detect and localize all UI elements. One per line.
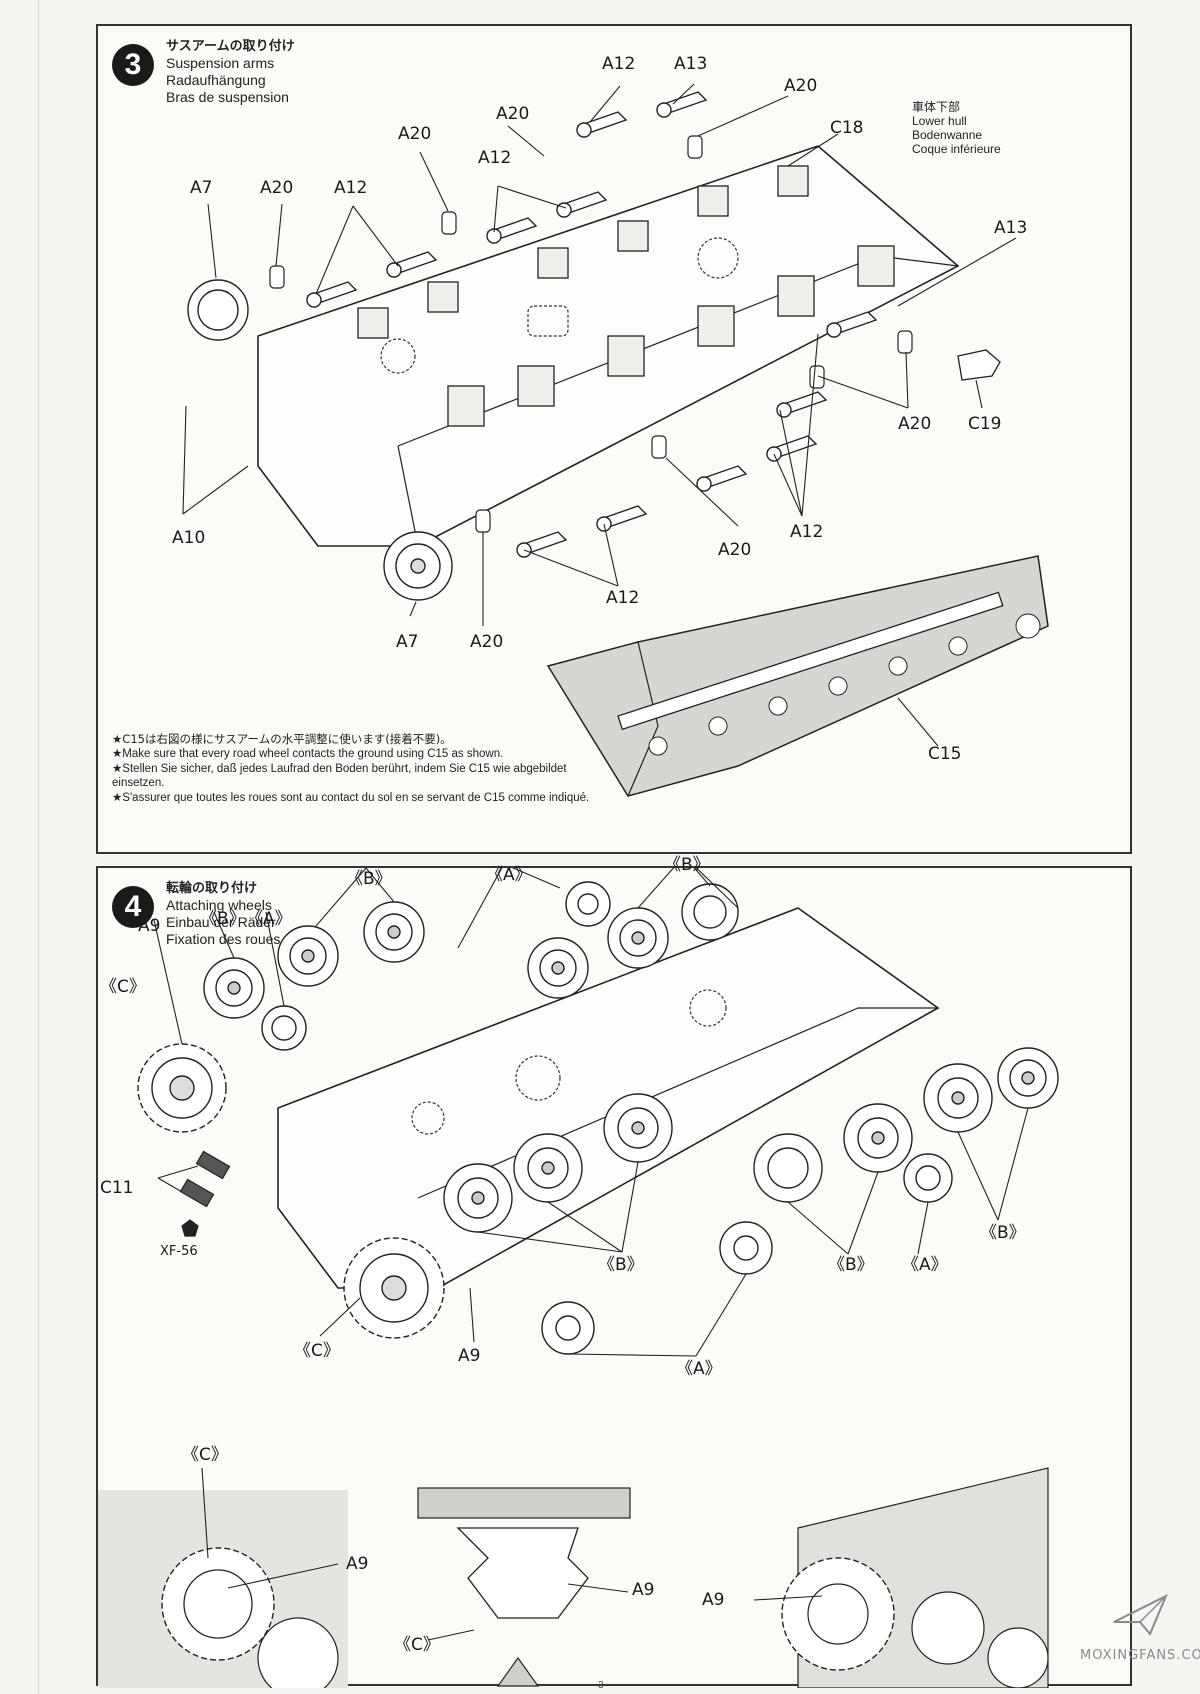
step-4-titles: 転輪の取り付け Attaching wheels Einbau der Räde… xyxy=(166,880,280,948)
wheel-label-c: 《C》 xyxy=(294,1341,340,1361)
wheel-label-c: 《C》 xyxy=(100,977,146,997)
lower-hull-de: Bodenwanne xyxy=(912,128,983,142)
wheel-label-a: 《A》 xyxy=(486,865,532,885)
wheel-label-b: 《B》 xyxy=(980,1223,1026,1243)
part-label-a12: A12 xyxy=(478,148,512,168)
note-en: ★Make sure that every road wheel contact… xyxy=(112,748,504,760)
part-label-c11: C11 xyxy=(100,1178,134,1198)
detail-sprocket-closeup xyxy=(98,1467,348,1688)
wheel-label-a: 《A》 xyxy=(246,909,292,929)
step-4-panel: 4 転輪の取り付け Attaching wheels Einbau der Rä… xyxy=(96,855,1132,1688)
step-title-fr: Bras de suspension xyxy=(166,89,289,105)
step-title-jp: サスアームの取り付け xyxy=(166,39,295,54)
note-de: ★Stellen Sie sicher, daß jedes Laufrad d… xyxy=(112,763,567,789)
detail-assembled-wheels xyxy=(753,1467,1049,1688)
part-label-a12: A12 xyxy=(606,588,640,608)
part-label-a20: A20 xyxy=(898,414,932,434)
step-4-diagram xyxy=(98,868,1059,1688)
part-label-a12: A12 xyxy=(790,522,824,542)
step-3-notes: ★C15は右図の様にサスアームの水平調整に使います(接着不要)。 ★Make s… xyxy=(112,732,612,806)
step-title-fr: Fixation des roues xyxy=(166,931,281,947)
drive-sprockets xyxy=(137,1043,445,1339)
step-title-jp: 転輪の取り付け xyxy=(166,881,258,896)
lower-hull-jp: 車体下部 xyxy=(912,100,961,114)
part-label-c19: C19 xyxy=(968,414,1002,434)
note-fr: ★S'assurer que toutes les roues sont au … xyxy=(112,792,590,804)
step-3-panel: 3 サスアームの取り付け Suspension arms Radaufhängu… xyxy=(96,24,1132,854)
part-label-a7: A7 xyxy=(190,178,213,198)
step-number-badge: 3 xyxy=(112,44,154,86)
part-label-a20: A20 xyxy=(718,540,752,560)
step-title-de: Einbau der Räder xyxy=(166,914,276,930)
wheel-label-a: 《A》 xyxy=(902,1255,948,1275)
step-title-en: Suspension arms xyxy=(166,55,275,71)
lower-hull-label: 車体下部 Lower hull Bodenwanne Coque inférie… xyxy=(912,100,1001,156)
part-label-c15: C15 xyxy=(928,744,962,764)
part-label-a12: A12 xyxy=(602,54,636,74)
step-number-badge: 4 xyxy=(112,886,154,928)
wheel-label-c: 《C》 xyxy=(394,1635,440,1655)
part-label-a20: A20 xyxy=(784,76,818,96)
part-label-c18: C18 xyxy=(830,118,864,138)
part-label-a20: A20 xyxy=(260,178,294,198)
paper-plane-logo-icon xyxy=(1113,1593,1168,1636)
page-number: 3 xyxy=(598,1680,604,1691)
part-label-a20: A20 xyxy=(398,124,432,144)
wheel-label-b: 《B》 xyxy=(200,909,246,929)
wheel-label-b: 《B》 xyxy=(346,869,392,889)
wheel-label-c: 《C》 xyxy=(182,1445,228,1465)
c15-inset-hull xyxy=(546,555,1049,797)
part-label-a9: A9 xyxy=(632,1580,655,1600)
lower-hull-fr: Coque inférieure xyxy=(912,142,1001,156)
note-jp: ★C15は右図の様にサスアームの水平調整に使います(接着不要)。 xyxy=(112,732,452,746)
part-label-a7: A7 xyxy=(396,632,419,652)
part-label-a9: A9 xyxy=(346,1554,369,1574)
step-3-diagram xyxy=(182,83,1049,797)
road-wheels xyxy=(203,883,1059,1233)
part-label-a13: A13 xyxy=(674,54,708,74)
wheel-label-a: 《A》 xyxy=(676,1359,722,1379)
part-label-a10: A10 xyxy=(172,528,206,548)
part-label-a20: A20 xyxy=(470,632,504,652)
part-label-a9: A9 xyxy=(138,916,161,936)
binding-margin-line xyxy=(38,0,39,1694)
wheel-label-b: 《B》 xyxy=(664,855,710,875)
part-label-a12: A12 xyxy=(334,178,368,198)
wheel-label-b: 《B》 xyxy=(598,1255,644,1275)
step-title-en: Attaching wheels xyxy=(166,897,272,913)
part-label-a13: A13 xyxy=(994,218,1028,238)
detail-cross-section xyxy=(417,1487,631,1687)
part-label-a20: A20 xyxy=(496,104,530,124)
site-watermark: MOXINGFANS.COM xyxy=(1080,1648,1200,1663)
lower-hull-en: Lower hull xyxy=(912,114,967,128)
part-label-a9: A9 xyxy=(458,1346,481,1366)
part-label-a9: A9 xyxy=(702,1590,725,1610)
step-3-titles: サスアームの取り付け Suspension arms Radaufhängung… xyxy=(166,38,295,106)
paint-label-xf56: XF-56 xyxy=(160,1244,198,1259)
step-title-de: Radaufhängung xyxy=(166,72,266,88)
wheel-label-b: 《B》 xyxy=(828,1255,874,1275)
